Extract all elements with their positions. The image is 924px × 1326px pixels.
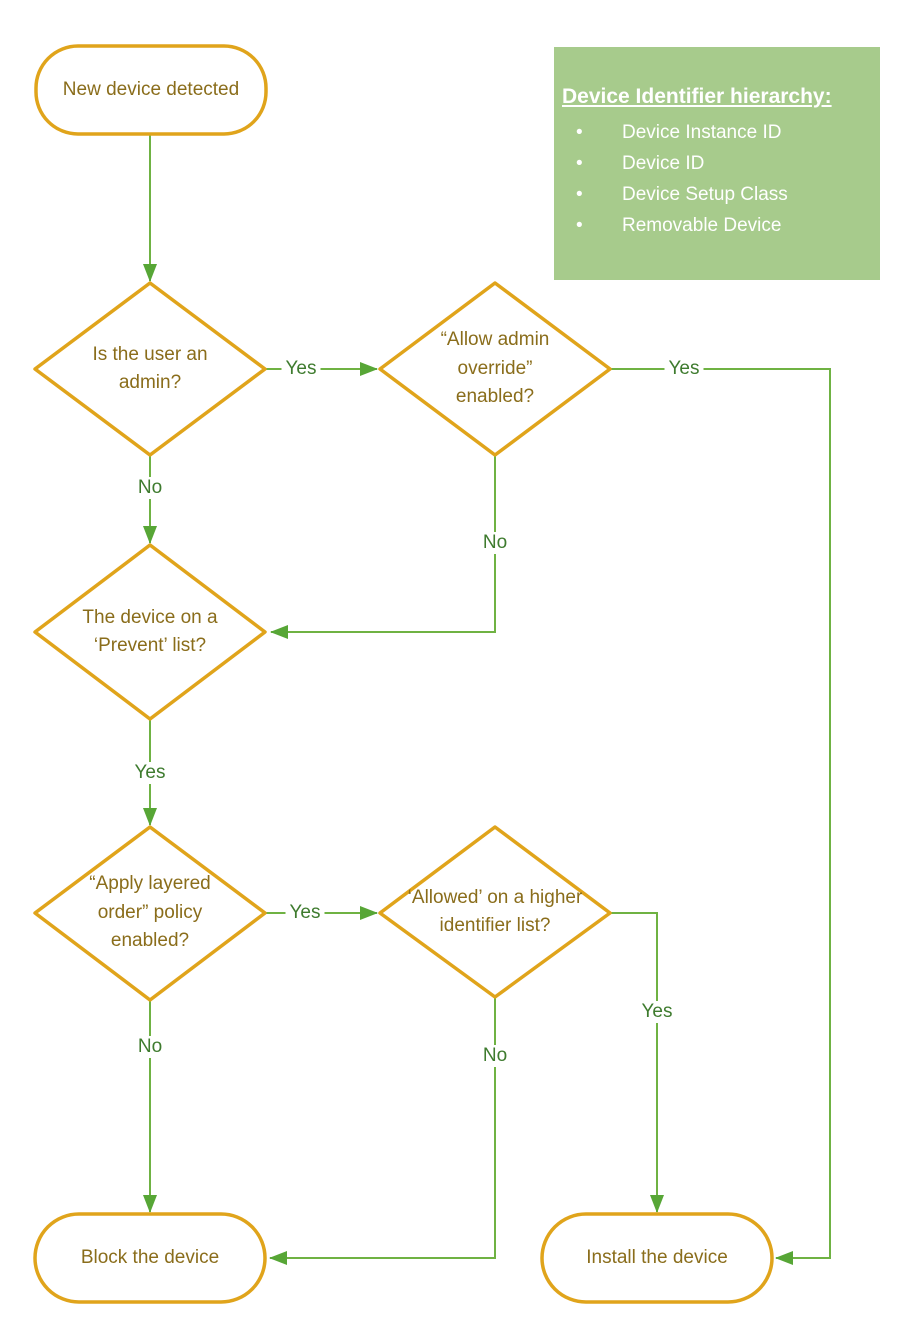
decision-layered-shape bbox=[33, 825, 267, 1002]
install-terminator-shape bbox=[540, 1212, 774, 1304]
start-terminator-shape bbox=[34, 44, 268, 136]
edge-label-prevent-yes: Yes bbox=[130, 762, 170, 784]
panel-item: Removable Device bbox=[562, 210, 870, 241]
edge-label-override-no: No bbox=[478, 532, 512, 554]
edge-label-allowed-yes: Yes bbox=[637, 1001, 677, 1023]
node-prevent-label: The device on a ‘Prevent’ list? bbox=[82, 606, 218, 657]
edge-override-yes-to-install bbox=[610, 368, 831, 1265]
panel-item: Device Setup Class bbox=[562, 179, 870, 210]
node-block-label: Block the device bbox=[80, 1246, 220, 1268]
node-install-label: Install the device bbox=[586, 1246, 728, 1268]
edge-allowed-yes-to-install bbox=[610, 912, 664, 1213]
node-start-label: New device detected bbox=[62, 78, 240, 100]
edge-label-admin-no: No bbox=[133, 477, 167, 499]
edge-label-allowed-no: No bbox=[478, 1045, 512, 1067]
decision-prevent-shape bbox=[33, 543, 267, 721]
edge-allowed-no-to-block bbox=[269, 997, 496, 1265]
decision-override-shape bbox=[378, 281, 612, 457]
decision-allowed-shape bbox=[378, 825, 612, 999]
edge-label-layered-no: No bbox=[133, 1036, 167, 1058]
panel-item: Device ID bbox=[562, 148, 870, 179]
panel-list: Device Instance ID Device ID Device Setu… bbox=[562, 117, 870, 241]
node-override-label: “Allow admin override” enabled? bbox=[440, 329, 550, 408]
block-terminator-shape bbox=[33, 1212, 267, 1304]
edge-label-layered-yes: Yes bbox=[285, 902, 325, 924]
edge-override-no-to-prevent bbox=[270, 455, 496, 639]
node-layered-label: “Apply layered order” policy enabled? bbox=[89, 873, 211, 952]
panel-item: Device Instance ID bbox=[562, 117, 870, 148]
edge-label-override-yes: Yes bbox=[664, 358, 704, 380]
node-allowed-label: ‘Allowed’ on a higher identifier list? bbox=[407, 886, 583, 937]
device-identifier-hierarchy-panel: Device Identifier hierarchy: Device Inst… bbox=[554, 47, 880, 280]
decision-admin-shape bbox=[33, 281, 267, 457]
panel-heading: Device Identifier hierarchy: bbox=[562, 85, 832, 108]
edge-label-admin-yes: Yes bbox=[281, 358, 321, 380]
node-admin-label: Is the user an admin? bbox=[92, 343, 208, 394]
